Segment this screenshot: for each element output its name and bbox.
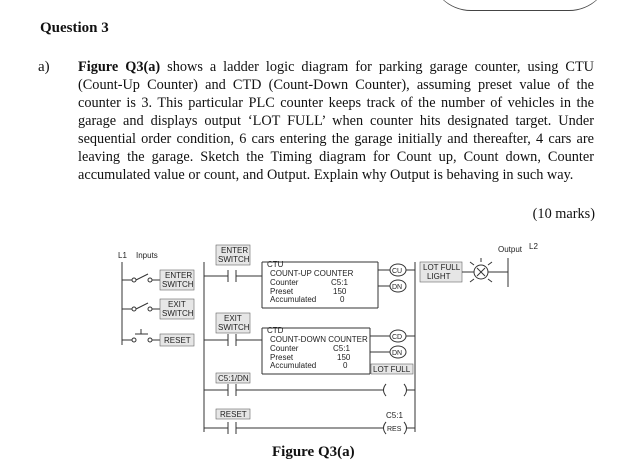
input-label-box-enter [159,269,195,291]
input-reset-label: RESET [164,336,191,345]
marks-label: (10 marks) [532,206,595,222]
ctu-accum-label: Accumulated [270,295,316,304]
ctd-tag: CTD [267,326,284,335]
figure-reference: Figure Q3(a) [78,59,161,75]
lot-full-coil-label: LOT FULL [373,365,411,374]
ctd-preset-label: Preset [270,353,294,362]
contact-label-box-exit [215,312,251,334]
ctu-coils [378,263,415,293]
contact-enter [204,270,262,282]
lot-full-light-line1: LOT FULL [423,263,461,272]
contact-reset [204,421,415,435]
contact-enter-line1: ENTER [221,246,248,255]
contact-label-box-enter [215,244,251,266]
output-header: Output [498,245,523,254]
reset-coil-res: RES [387,426,402,433]
rail-left-label: L1 [118,251,127,260]
input-panel [121,262,162,345]
decorative-arc [430,0,610,11]
ctd-counter-label: Counter [270,344,299,353]
input-exit-line2: SWITCH [162,309,194,318]
input-label-box-reset [159,333,195,347]
contact-exit-line1: EXIT [224,314,242,323]
contact-label-box-reset [215,408,251,420]
ctd-name: COUNT-DOWN COUNTER [270,335,368,344]
ctd-coil-cd: CD [392,334,402,341]
ctu-counter-label: Counter [270,278,299,287]
question-body: shows a ladder logic diagram for parking… [78,59,594,183]
contact-label-box-done [215,372,251,384]
contact-done [204,383,415,397]
ctu-block: CTU COUNT-UP COUNTER Counter C5:1 Preset… [261,260,379,309]
ctu-preset-value: 150 [333,287,347,296]
ctd-accum-value: 0 [343,361,348,370]
question-text: Figure Q3(a) shows a ladder logic diagra… [78,58,594,184]
ctd-counter-value: C5:1 [333,344,350,353]
ctd-accum-label: Accumulated [270,361,316,370]
input-enter-line1: ENTER [165,271,192,280]
question-title: Question 3 [40,20,109,36]
ctu-coil-dn: DN [392,284,402,291]
question-part-letter: a) [38,59,50,75]
lot-full-light-line2: LIGHT [427,272,451,281]
lot-full-coil-label-box [370,363,414,375]
input-label-box-exit [159,298,195,320]
contact-enter-line2: SWITCH [218,255,250,264]
contact-exit [204,334,262,346]
ctu-accum-value: 0 [340,295,345,304]
contact-exit-line2: SWITCH [218,323,250,332]
figure-caption: Figure Q3(a) [272,444,355,460]
input-enter-line2: SWITCH [162,280,194,289]
ctu-counter-value: C5:1 [331,278,348,287]
ctd-coil-dn: DN [392,350,402,357]
ctu-name: COUNT-UP COUNTER [270,269,354,278]
contact-reset-label: RESET [220,410,247,419]
ctd-coils [370,329,415,359]
inputs-header: Inputs [136,251,158,260]
ctd-preset-value: 150 [337,353,351,362]
ctu-tag: CTU [267,260,284,269]
ctu-coil-cu: CU [392,268,402,275]
input-exit-line1: EXIT [168,300,186,309]
contact-done-label: C5:1/DN [218,374,249,383]
ctd-block: CTD COUNT-DOWN COUNTER Counter C5:1 Pres… [261,326,371,375]
ctu-preset-label: Preset [270,287,294,296]
rail-right-label: L2 [529,242,538,251]
lot-full-lamp-icon [462,258,509,287]
reset-coil-address: C5:1 [386,411,403,420]
